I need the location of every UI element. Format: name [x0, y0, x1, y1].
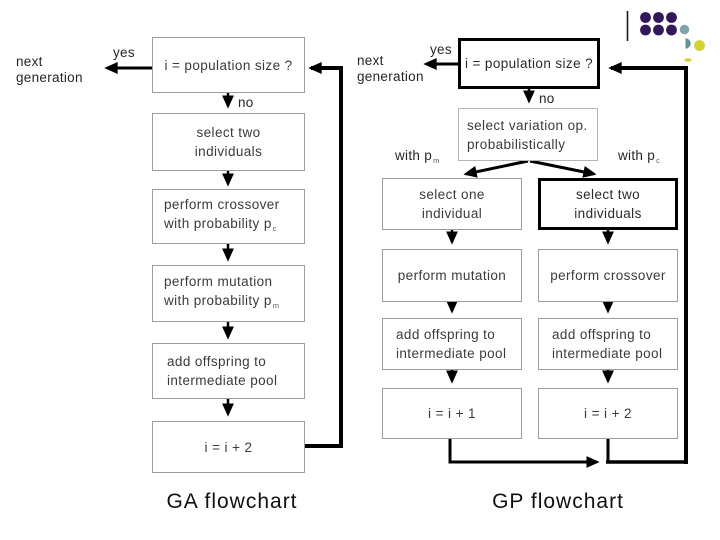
- gp-box-population-check: i = population size ?: [458, 38, 600, 89]
- logo-halfdisc-teal: [685, 38, 691, 49]
- gp-yes-label: yes: [430, 42, 452, 57]
- gp-box-select-one: select one individual: [382, 178, 522, 230]
- gp-branch-right-arrow: [529, 159, 597, 178]
- logo-dot-purple: [640, 24, 651, 36]
- logo-dot-purple: [666, 24, 677, 36]
- gp-box-select-two: select two individuals: [538, 178, 678, 230]
- ga-box-select-two: select two individuals: [152, 113, 305, 171]
- ga-connectors: [104, 62, 343, 448]
- ga-box-mutation: perform mutation with probability pm: [152, 265, 305, 322]
- logo-dot-purple: [653, 12, 664, 23]
- gp-caption: GP flowchart: [492, 490, 624, 513]
- gp-box-increment-one: i = i + 1: [382, 388, 522, 439]
- ga-no-label: no: [238, 95, 254, 110]
- gp-box-add-offspring-left: add offspring to intermediate pool: [382, 318, 522, 370]
- gp-with-pc-label: with pc: [618, 148, 660, 165]
- gp-with-pm-label: with pm: [395, 148, 440, 165]
- ga-box-add-offspring: add offspring to intermediate pool: [152, 343, 305, 399]
- gp-connectors: [423, 58, 688, 468]
- gp-box-increment-two: i = i + 2: [538, 388, 678, 439]
- ga-box-increment: i = i + 2: [152, 421, 305, 473]
- mutation-probability-subscript: m: [272, 301, 280, 310]
- slide-logo: [626, 11, 705, 62]
- gp-box-add-offspring-right: add offspring to intermediate pool: [538, 318, 678, 370]
- ga-yes-label: yes: [113, 45, 135, 60]
- logo-dot-yellow: [694, 40, 705, 51]
- logo-dot-purple: [640, 12, 651, 23]
- gp-feedback-loop: [608, 62, 688, 464]
- ga-caption: GA flowchart: [166, 490, 298, 513]
- ga-box-population-check: i = population size ?: [152, 37, 305, 93]
- gp-box-variation: select variation op. probabilistically: [458, 108, 598, 161]
- crossover-probability-subscript: c: [272, 224, 277, 233]
- pc-subscript: c: [656, 156, 660, 165]
- logo-dot-purple: [653, 24, 664, 36]
- pm-subscript: m: [433, 156, 440, 165]
- gp-box-mutation: perform mutation: [382, 249, 522, 302]
- gp-merge-arrow: [448, 439, 600, 468]
- gp-no-label: no: [539, 91, 555, 106]
- gp-box-crossover: perform crossover: [538, 249, 678, 302]
- gp-branch-left-arrow: [463, 159, 529, 178]
- ga-box-crossover: perform crossover with probability pc: [152, 189, 305, 244]
- ga-next-generation-label: next generation: [16, 54, 83, 85]
- gp-next-generation-label: next generation: [357, 53, 424, 84]
- logo-dot-purple: [666, 12, 677, 23]
- logo-dash-yellow: [684, 58, 692, 62]
- logo-dot-teal: [679, 24, 690, 35]
- ga-feedback-loop: [305, 62, 343, 448]
